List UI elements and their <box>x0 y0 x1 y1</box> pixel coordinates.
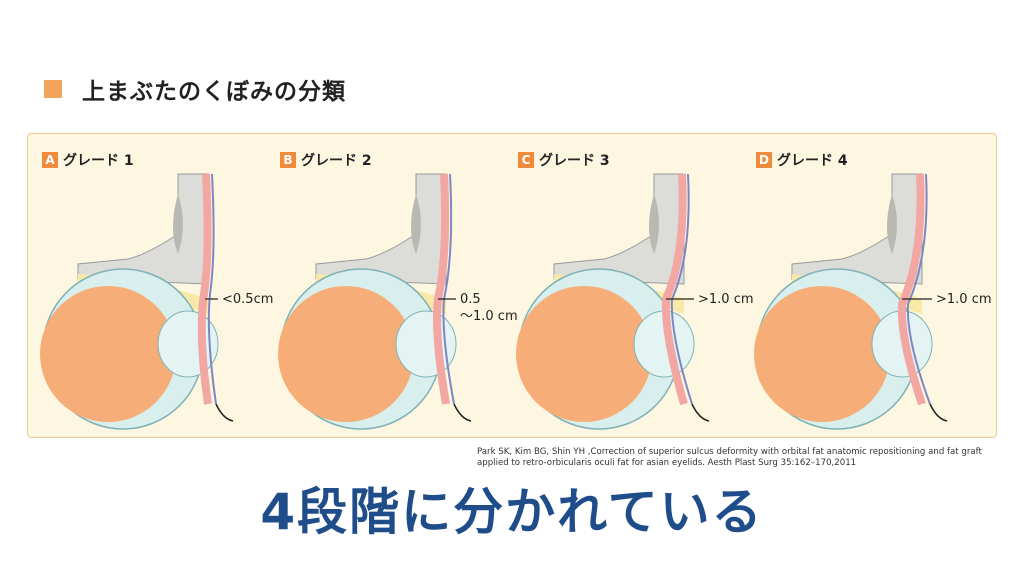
slide-caption: 4段階に分かれている <box>260 483 764 541</box>
sinus-cavity <box>887 194 897 254</box>
measure-label: 0.5 ～1.0 cm <box>460 292 518 324</box>
panel-grade-label: グレード 3 <box>539 153 610 169</box>
panel-grade-label: グレード 2 <box>301 153 372 169</box>
panel-header: C グレード 3 <box>518 150 610 170</box>
measure-label: >1.0 cm <box>936 292 992 307</box>
eyeball-inner <box>754 286 890 422</box>
panel-grade-2: B グレード 2 0.5 ～1.0 cm <box>266 134 518 439</box>
sinus-cavity <box>173 194 183 254</box>
panel-header: D グレード 4 <box>756 150 848 170</box>
eyelid-outline <box>207 173 217 405</box>
panel-letter-badge: B <box>280 152 296 168</box>
panel-letter-badge: A <box>42 152 58 168</box>
title-text: 上まぶたのくぼみの分類 <box>82 79 346 105</box>
eyelid-skin <box>897 173 926 406</box>
orbital-bone <box>315 173 447 285</box>
eyelid-skin <box>197 173 212 405</box>
eyeball-inner <box>278 286 414 422</box>
eyelid-cross-section-diagram <box>516 173 710 430</box>
orbital-bone <box>77 173 209 285</box>
sinus-cavity <box>411 194 421 254</box>
orbital-bone <box>553 173 685 285</box>
panel-header: A グレード 1 <box>42 150 134 170</box>
title-bullet-square <box>44 80 62 98</box>
eyelid-cross-section-diagram <box>754 173 948 430</box>
panel-grade-1: A グレード 1 <0.5cm <box>28 134 273 439</box>
panel-header: B グレード 2 <box>280 150 372 170</box>
eyelash <box>215 403 234 422</box>
panel-letter-badge: C <box>518 152 534 168</box>
eyeball-inner <box>40 286 176 422</box>
eyelid-cross-section-diagram <box>278 173 472 430</box>
measure-label: >1.0 cm <box>698 292 754 307</box>
citation-text: Park SK, Kim BG, Shin YH ,Correction of … <box>477 447 982 468</box>
panel-grade-4: D グレード 4 >1.0 cm <box>742 134 992 439</box>
eyelash <box>929 403 948 422</box>
figure-box: A グレード 1 <0.5cm B グレード 2 <box>27 133 997 438</box>
panel-grade-3: C グレード 3 >1.0 cm <box>504 134 754 439</box>
panel-grade-label: グレード 4 <box>777 153 848 169</box>
slide-title: 上まぶたのくぼみの分類 <box>44 72 346 106</box>
eyelid-outline <box>906 173 931 405</box>
measure-label: <0.5cm <box>222 292 274 307</box>
panel-letter-badge: D <box>756 152 772 168</box>
panel-grade-label: グレード 1 <box>63 153 134 169</box>
orbital-bone <box>791 173 923 285</box>
eyeball-inner <box>516 286 652 422</box>
eyelash <box>691 403 710 422</box>
eyelash <box>453 403 472 422</box>
sinus-cavity <box>649 194 659 254</box>
eyelid-cross-section-diagram <box>40 173 234 430</box>
